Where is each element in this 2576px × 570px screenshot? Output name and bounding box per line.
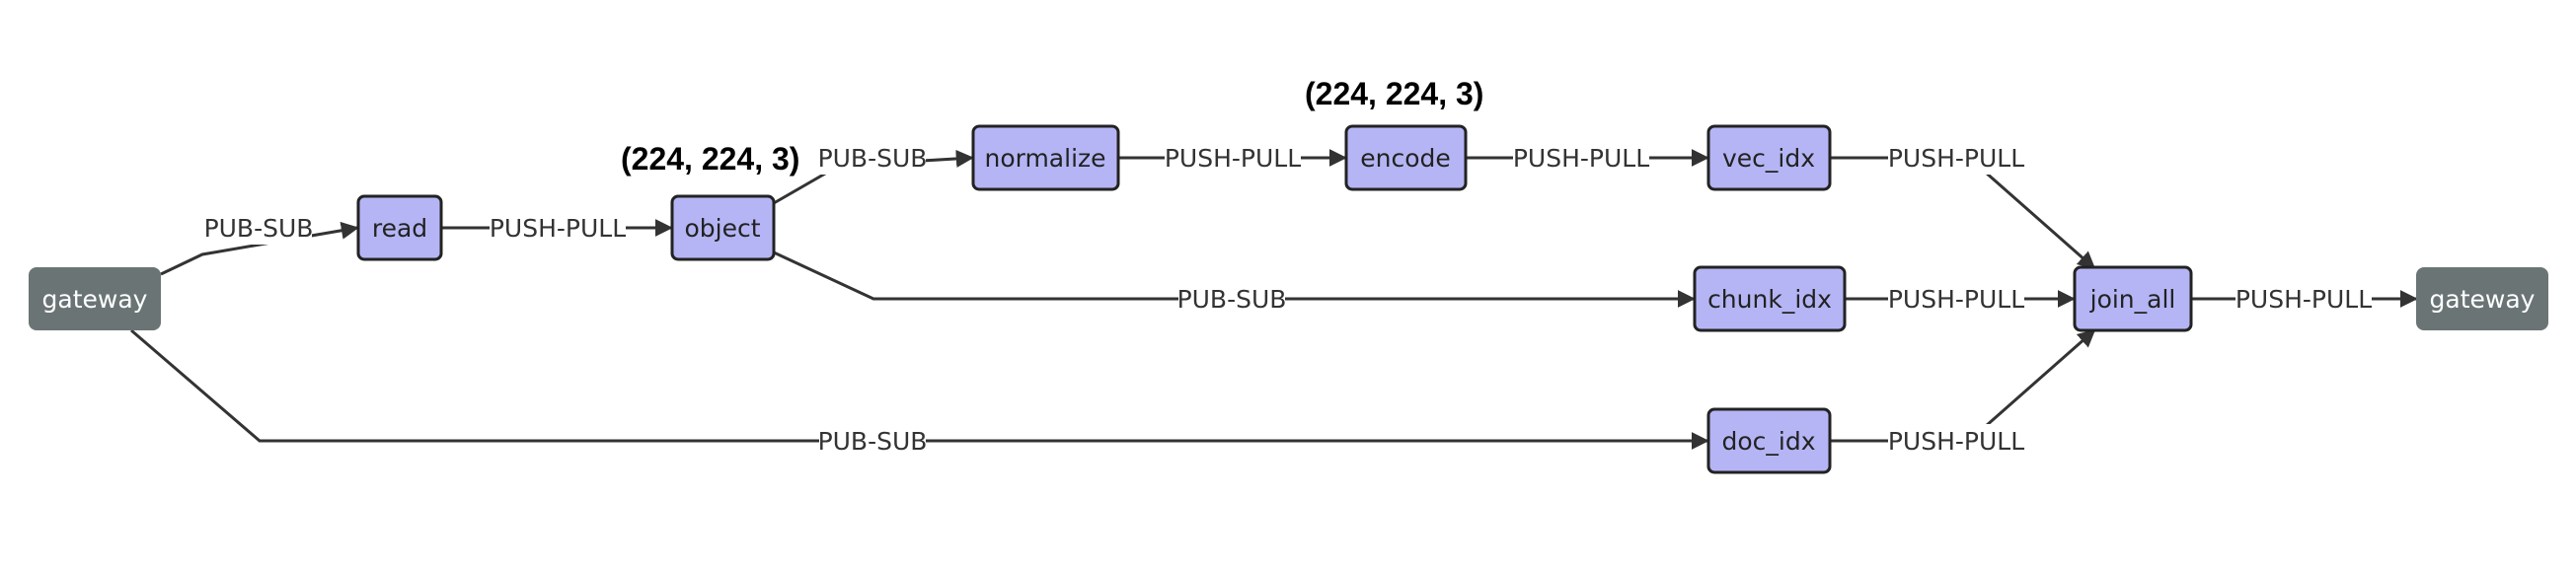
read-label: read [372,214,427,243]
join-all-label: join_all [2089,285,2176,314]
gateway-out-label: gateway [2430,285,2536,314]
edge-label-object-chunkidx: PUB-SUB [1177,285,1287,314]
edge-gateway-docidx [130,328,1709,450]
object-shape-annotation: (224, 224, 3) [621,141,799,177]
doc-idx-label: doc_idx [1721,427,1815,456]
edge-label-joinall-gateway: PUSH-PULL [2235,285,2372,314]
gateway-out-node[interactable]: gateway [2416,267,2548,330]
gateway-in-node[interactable]: gateway [29,267,161,330]
edge-label-object-normalize: PUB-SUB [818,144,928,173]
read-node[interactable]: read [356,194,443,261]
encode-node[interactable]: encode [1344,124,1468,191]
edge-label-docidx-joinall: PUSH-PULL [1888,427,2024,456]
gateway-in-label: gateway [42,285,148,314]
vec-idx-label: vec_idx [1722,144,1815,173]
edge-label-vecidx-joinall: PUSH-PULL [1888,144,2024,173]
edge-label-chunkidx-joinall: PUSH-PULL [1888,285,2024,314]
doc-idx-node[interactable]: doc_idx [1706,407,1832,474]
chunk-idx-label: chunk_idx [1707,285,1832,314]
edge-labels: PUB-SUB PUSH-PULL PUB-SUB PUSH-PULL PUSH… [204,141,2372,458]
edge-label-encode-vecidx: PUSH-PULL [1513,144,1649,173]
vec-idx-node[interactable]: vec_idx [1706,124,1832,191]
edge-label-normalize-encode: PUSH-PULL [1165,144,1301,173]
edge-label-read-object: PUSH-PULL [490,214,626,243]
encode-label: encode [1360,144,1451,173]
normalize-label: normalize [984,144,1105,173]
chunk-idx-node[interactable]: chunk_idx [1693,265,1847,332]
edge-label-gateway-read: PUB-SUB [204,214,314,243]
join-all-node[interactable]: join_all [2073,265,2193,332]
encode-shape-annotation: (224, 224, 3) [1305,76,1483,111]
object-node[interactable]: object [670,194,776,261]
normalize-node[interactable]: normalize [971,124,1120,191]
edge-label-gateway-docidx: PUB-SUB [818,427,928,456]
edge-object-chunkidx [773,250,1696,308]
object-label: object [684,214,760,243]
